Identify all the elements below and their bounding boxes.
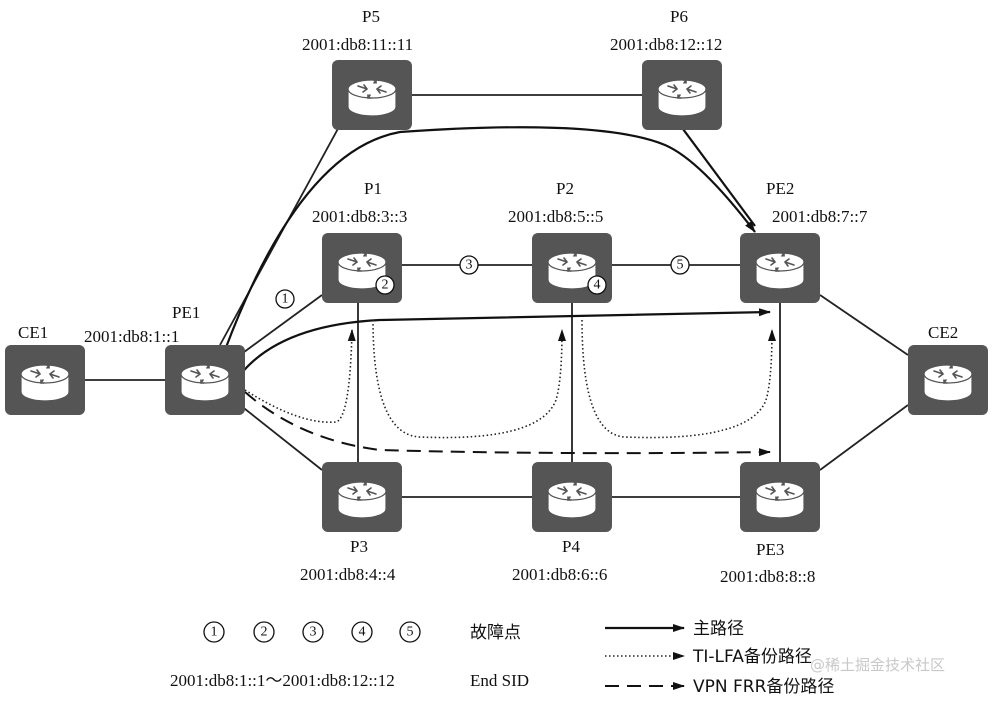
label-p4: P4 (562, 537, 580, 556)
label-pe2: PE2 (766, 179, 794, 198)
links (85, 94, 909, 498)
label-p1: P1 (364, 179, 382, 198)
legend-fault-label: 故障点 (470, 623, 521, 643)
svg-text:2: 2 (261, 625, 268, 640)
router-pe3 (739, 461, 821, 533)
addr-p2: 2001:db8:5::5 (508, 207, 603, 226)
link-pe3-ce2 (819, 404, 909, 471)
link-pe2-ce2 (819, 294, 909, 356)
legend-fault-3: 3 (302, 621, 324, 643)
svg-text:2: 2 (382, 278, 389, 293)
label-p2: P2 (556, 179, 574, 198)
addr-p1: 2001:db8:3::3 (312, 207, 407, 226)
legend-tilfa-path-label: TI-LFA备份路径 (692, 647, 812, 667)
fault-marker-1: 1 (275, 289, 295, 309)
addr-pe1: 2001:db8:1::1 (84, 327, 179, 346)
legend-fault-5: 5 (399, 621, 421, 643)
label-ce2: CE2 (928, 323, 958, 342)
svg-text:3: 3 (310, 625, 317, 640)
svg-text:5: 5 (407, 625, 414, 640)
vpn-frr-path (244, 391, 771, 457)
router-ce1 (4, 344, 86, 416)
svg-text:4: 4 (359, 625, 366, 640)
addr-p3: 2001:db8:4::4 (300, 565, 396, 584)
addr-p6: 2001:db8:12::12 (610, 35, 722, 54)
legend-end-sid-label: End SID (470, 671, 529, 690)
fault-marker-2: 2 (375, 275, 395, 295)
fault-marker-4: 4 (587, 275, 607, 295)
addr-p4: 2001:db8:6::6 (512, 565, 607, 584)
watermark: @稀土掘金技术社区 (810, 656, 945, 674)
addr-pe2: 2001:db8:7::7 (772, 207, 868, 226)
link-pe1-p3 (239, 404, 323, 471)
paths (223, 124, 776, 457)
legend-vpn-frr-label: VPN FRR备份路径 (693, 677, 834, 697)
label-pe3: PE3 (756, 540, 784, 559)
svg-text:3: 3 (466, 258, 473, 273)
addr-pe3: 2001:db8:8::8 (720, 567, 815, 586)
fault-marker-5: 5 (670, 255, 690, 275)
tilfa-path-segment-2 (372, 319, 566, 439)
router-p3 (321, 461, 403, 533)
label-p6: P6 (670, 7, 688, 26)
tilfa-path-segment-1 (244, 329, 356, 424)
legend: 1 2 3 4 5 故障点 2001:db8:1::1～2001:db8:12:… (170, 619, 834, 697)
router-pe2 (739, 232, 821, 304)
legend-fault-4: 4 (351, 621, 373, 643)
legend-fault-1: 1 (203, 621, 225, 643)
node-labels: CE1 PE1 2001:db8:1::1 P5 2001:db8:11::11… (18, 7, 958, 586)
addr-p5: 2001:db8:11::11 (302, 35, 413, 54)
router-p4 (531, 461, 613, 533)
label-pe1: PE1 (172, 303, 200, 322)
svg-text:1: 1 (211, 625, 218, 640)
label-ce1: CE1 (18, 323, 48, 342)
tilfa-path-segment-3 (581, 319, 776, 439)
router-p5 (331, 59, 413, 131)
legend-fault-2: 2 (253, 621, 275, 643)
main-path-p5-p6 (223, 126, 756, 351)
svg-text:5: 5 (677, 258, 684, 273)
main-path-pe1-pe2 (239, 308, 771, 376)
router-ce2 (907, 344, 989, 416)
fault-marker-3: 3 (459, 255, 479, 275)
router-pe1 (164, 344, 246, 416)
fault-markers: 1 2 3 4 5 (275, 255, 690, 309)
label-p5: P5 (362, 7, 380, 26)
main-path-p6-pe2 (679, 124, 756, 227)
svg-text:4: 4 (594, 278, 601, 293)
link-pe1-p1 (239, 294, 323, 356)
router-p6 (641, 59, 723, 131)
legend-main-path-label: 主路径 (693, 619, 744, 639)
legend-end-sid-range: 2001:db8:1::1～2001:db8:12::12 (170, 671, 395, 690)
label-p3: P3 (350, 537, 368, 556)
svg-text:1: 1 (282, 292, 289, 307)
